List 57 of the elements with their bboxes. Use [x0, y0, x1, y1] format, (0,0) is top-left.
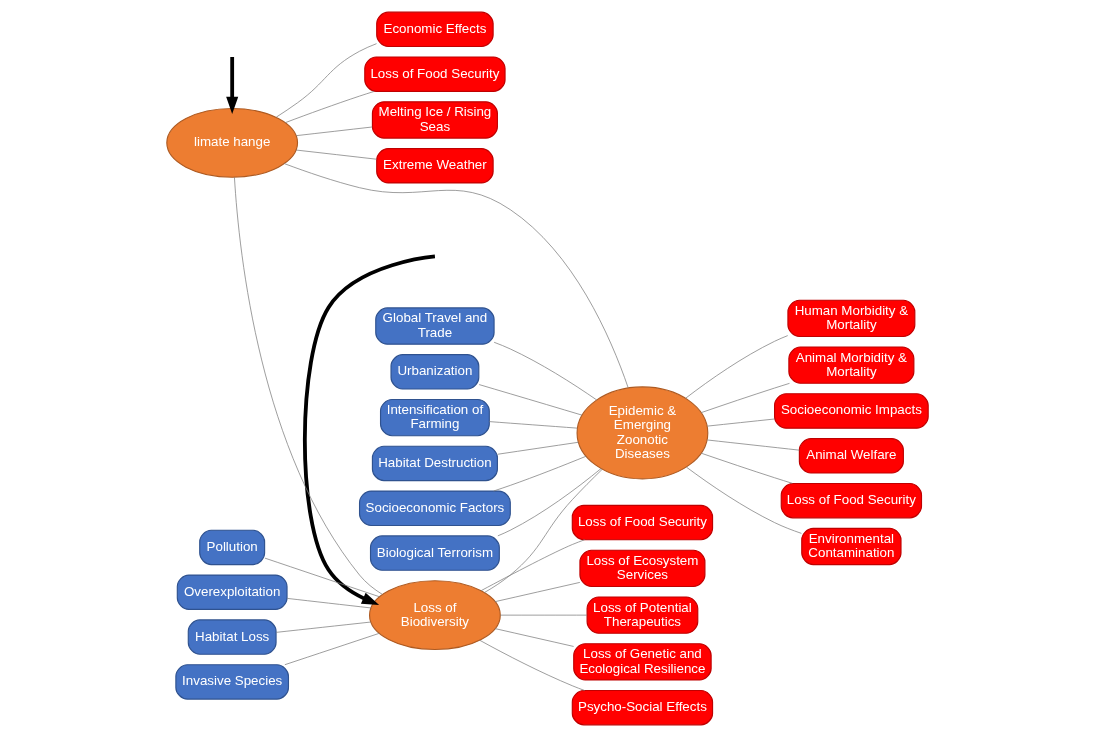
node-box: Extreme Weather	[375, 148, 494, 184]
node-box: Melting Ice / Rising Seas	[371, 101, 498, 139]
connector	[295, 126, 373, 137]
connector	[295, 149, 377, 160]
connector	[706, 418, 775, 427]
connector	[275, 621, 371, 633]
connector	[700, 452, 793, 484]
node-ellipse: limate hange	[165, 107, 298, 178]
connector	[483, 468, 603, 593]
connector	[492, 455, 586, 492]
arrow	[225, 57, 238, 115]
connector	[496, 468, 601, 537]
node-box: Global Travel and Trade	[374, 307, 495, 345]
connector	[284, 91, 374, 123]
connector	[264, 557, 380, 598]
node-box: Urbanization	[389, 354, 479, 390]
arrow	[302, 254, 435, 605]
node-ellipse: Loss of Biodiversity	[368, 580, 501, 651]
node-box: Loss of Ecosystem Services	[578, 549, 705, 588]
node-box: Loss of Genetic and Ecological Resilience	[572, 643, 712, 681]
connector	[275, 43, 377, 118]
connector	[233, 176, 383, 595]
node-box: Economic Effects	[375, 11, 494, 48]
node-box: Socioeconomic Factors	[358, 490, 511, 527]
connector	[493, 341, 597, 401]
connector	[494, 628, 574, 647]
node-box: Loss of Potential Therapeutics	[586, 596, 698, 634]
connector	[700, 382, 790, 413]
node-ellipse: Epidemic & Emerging Zoonotic Diseases	[576, 386, 708, 480]
connector	[499, 614, 587, 616]
connector	[480, 539, 585, 591]
node-box: Biological Terrorism	[369, 535, 500, 571]
node-box: Animal Morbidity & Mortality	[787, 346, 914, 384]
node-box: Invasive Species	[174, 664, 289, 700]
connector	[684, 335, 788, 399]
connector	[494, 582, 580, 603]
connector	[478, 384, 582, 416]
node-box: Loss of Food Security	[780, 482, 922, 519]
node-box: Loss of Food Security	[363, 56, 506, 92]
node-box: Socioeconomic Impacts	[773, 393, 929, 429]
connector	[488, 421, 578, 429]
node-box: Habitat Loss	[187, 619, 277, 655]
connector	[706, 439, 800, 451]
node-box: Pollution	[198, 529, 265, 566]
connector	[286, 598, 371, 609]
node-box: Overexploitation	[176, 574, 288, 610]
node-box: Loss of Food Security	[571, 504, 713, 541]
connector	[478, 639, 585, 691]
connector	[685, 466, 802, 534]
connector	[283, 632, 380, 666]
node-box: Environmental Contamination	[800, 527, 902, 566]
node-box: Psycho-Social Effects	[571, 689, 713, 726]
connector	[496, 441, 579, 455]
node-box: Habitat Destruction	[371, 445, 498, 482]
node-box: Animal Welfare	[798, 438, 904, 474]
node-box: Human Morbidity & Mortality	[786, 299, 915, 338]
node-box: Intensification of Farming	[379, 398, 490, 437]
